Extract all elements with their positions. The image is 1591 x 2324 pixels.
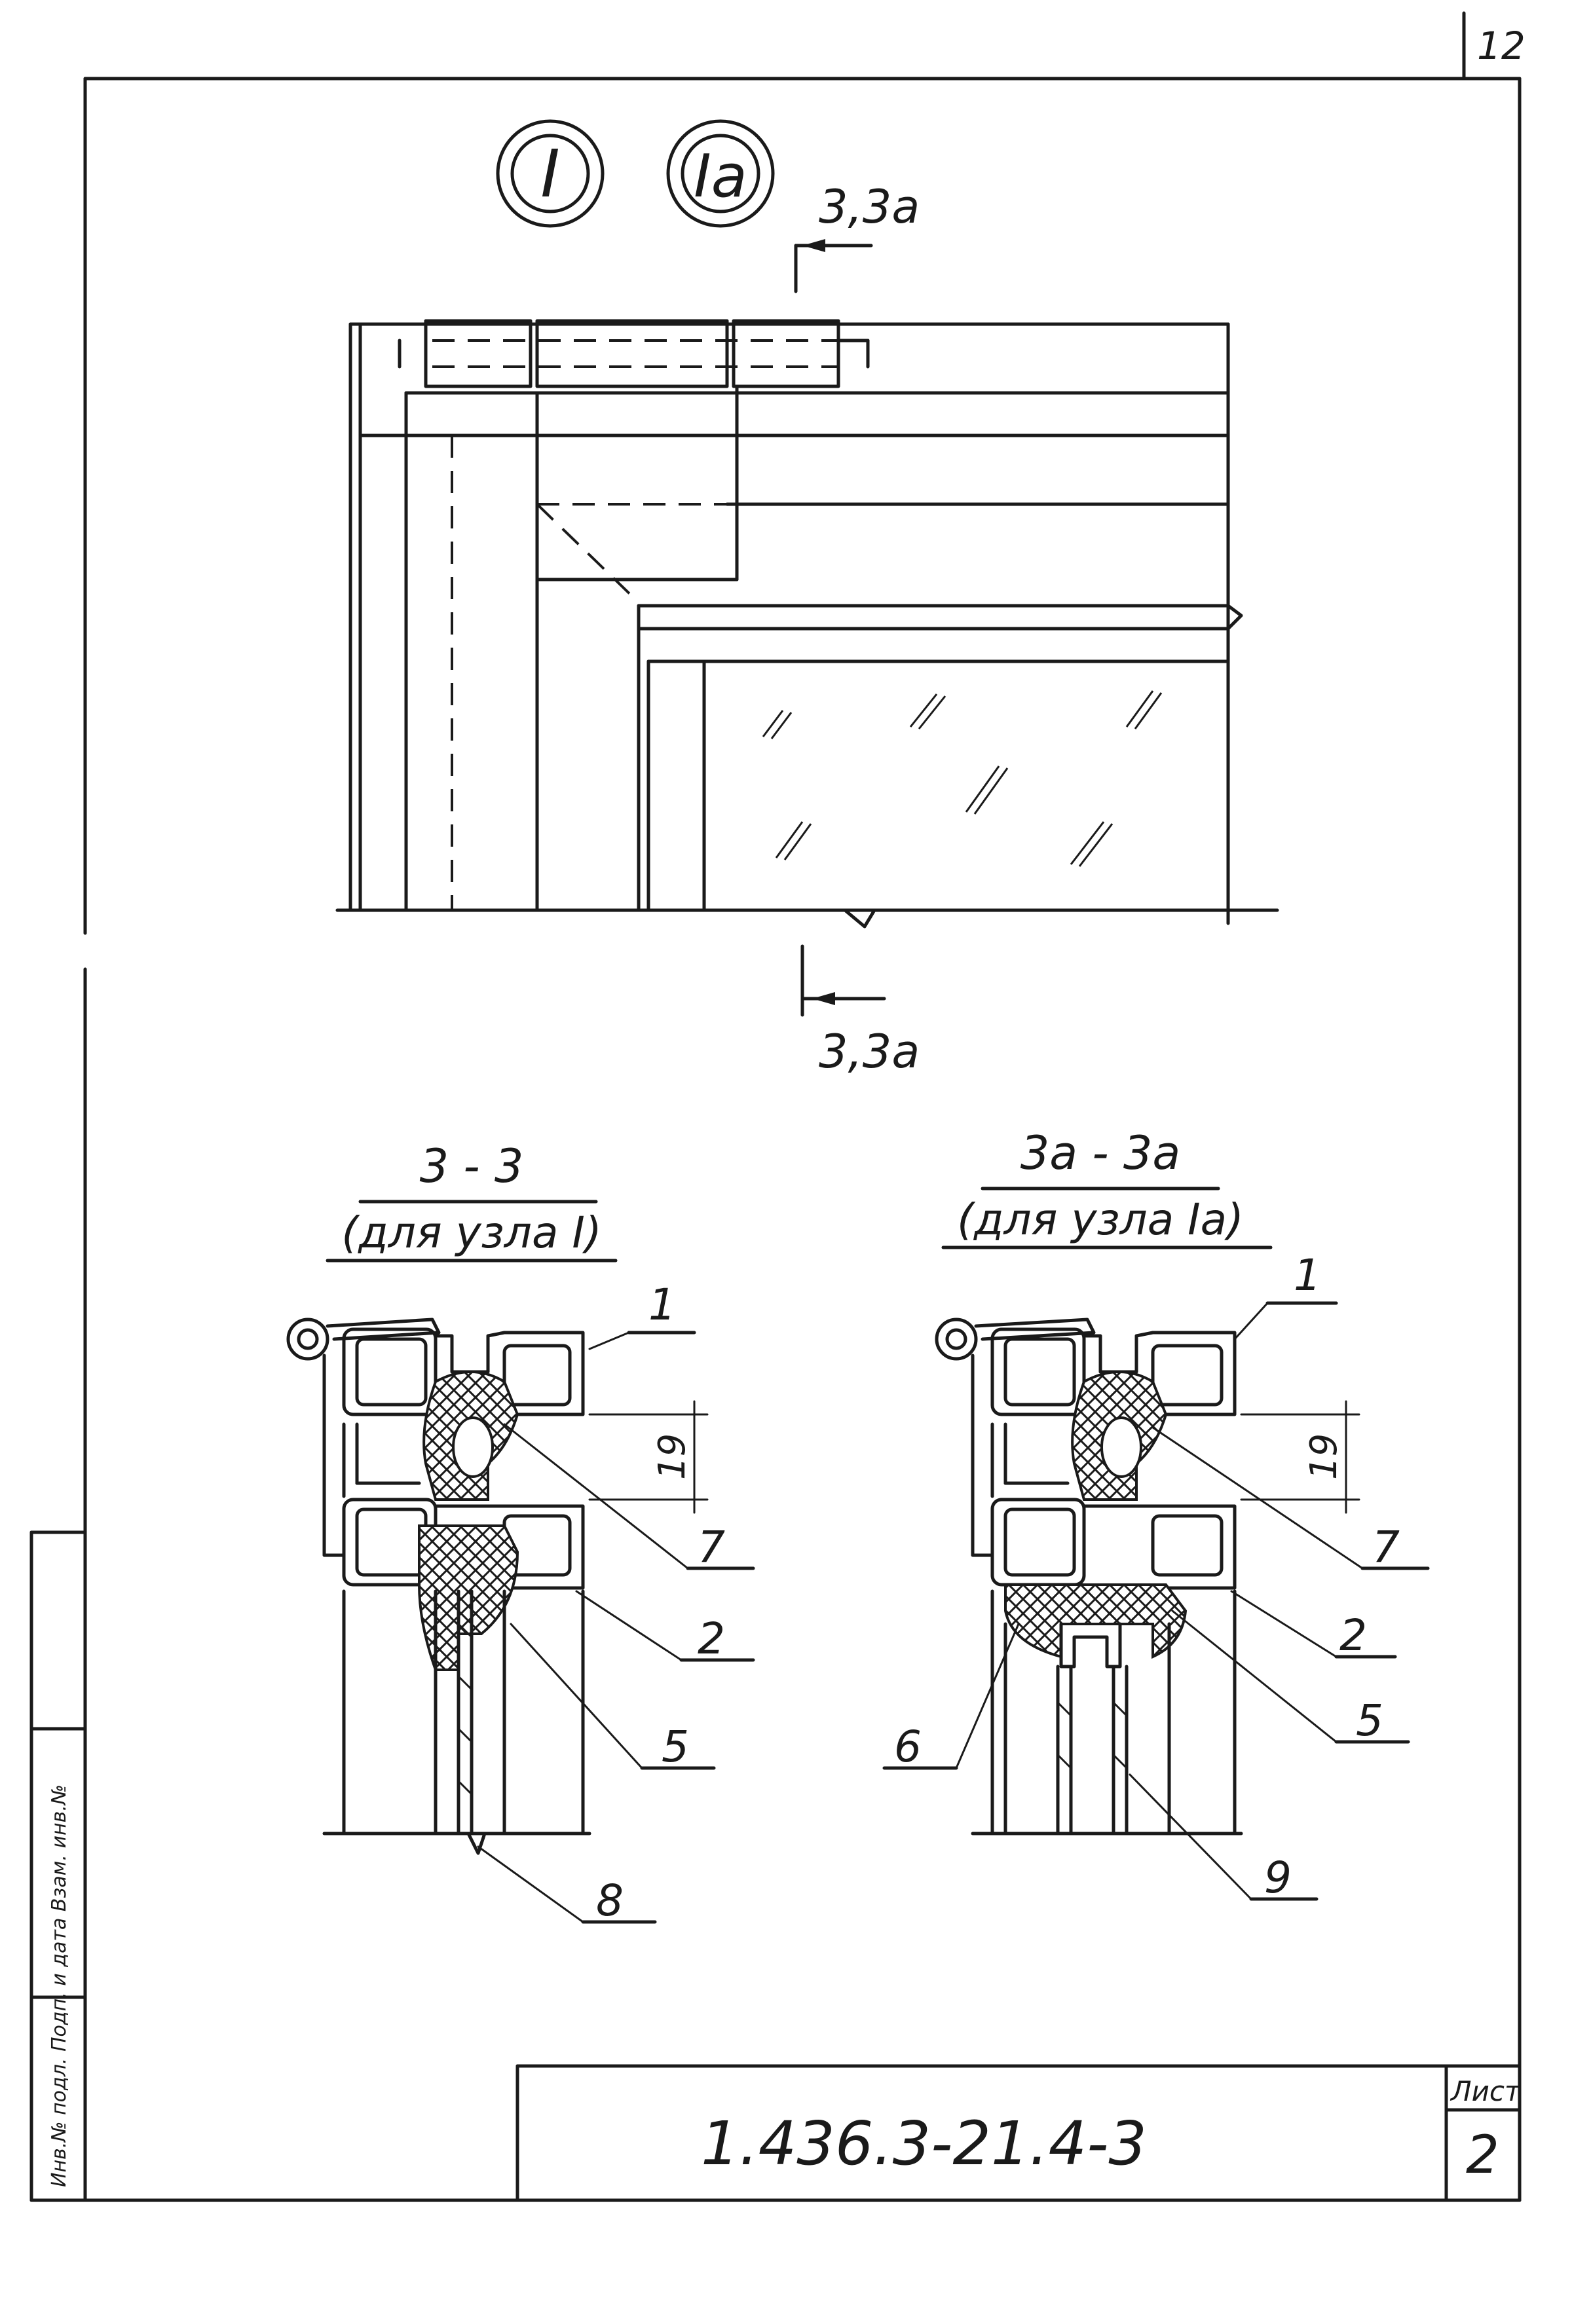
section-right-subtitle: (для узла Iа) [957,1194,1244,1245]
sheet-label: Лист [1450,2075,1522,2107]
callout-left-5: 5 [662,1722,689,1772]
callout-left-7: 7 [698,1522,725,1572]
drawing-designation: 1.436.3-21.4-3 [701,2109,1147,2179]
title-block [515,2064,1522,2202]
section-left-dimension: 19 [651,1433,694,1480]
node-mark-1a: Iа [666,119,775,228]
callout-right-9: 9 [1264,1853,1292,1903]
section-right-dimension: 19 [1303,1433,1345,1480]
callout-left-2: 2 [698,1614,725,1664]
callout-right-6: 6 [894,1722,922,1772]
section-right-profile [882,1301,1430,1901]
svg-text:I: I [540,136,560,212]
svg-text:Iа: Iа [694,142,747,211]
callout-right-1: 1 [1294,1250,1321,1300]
callout-right-2: 2 [1339,1610,1367,1661]
section-left-profile [286,1318,755,1924]
section-left-subtitle: (для узла I) [341,1208,601,1258]
elevation-view [335,239,1279,1017]
section-mark-top: 3,3а [819,180,920,234]
sheet-number: 2 [1466,2124,1499,2185]
sheet-frame [83,11,1522,2202]
section-left-title: 3 - 3 [420,1139,524,1193]
callout-left-1: 1 [648,1280,676,1330]
corner-number: 12 [1477,24,1525,68]
side-stamp-text: Инв.№ подл. Подп. и дата Взам. инв.№ [48,1784,71,2187]
node-mark-1: I [496,119,605,228]
side-stamp: Инв.№ подл. Подп. и дата Взам. инв.№ [29,1530,87,2202]
section-right-title: 3а - 3а [1020,1126,1181,1180]
callout-right-5: 5 [1356,1695,1383,1746]
section-mark-bottom: 3,3а [819,1025,920,1079]
callout-left-8: 8 [596,1875,624,1926]
callout-right-7: 7 [1372,1522,1400,1572]
